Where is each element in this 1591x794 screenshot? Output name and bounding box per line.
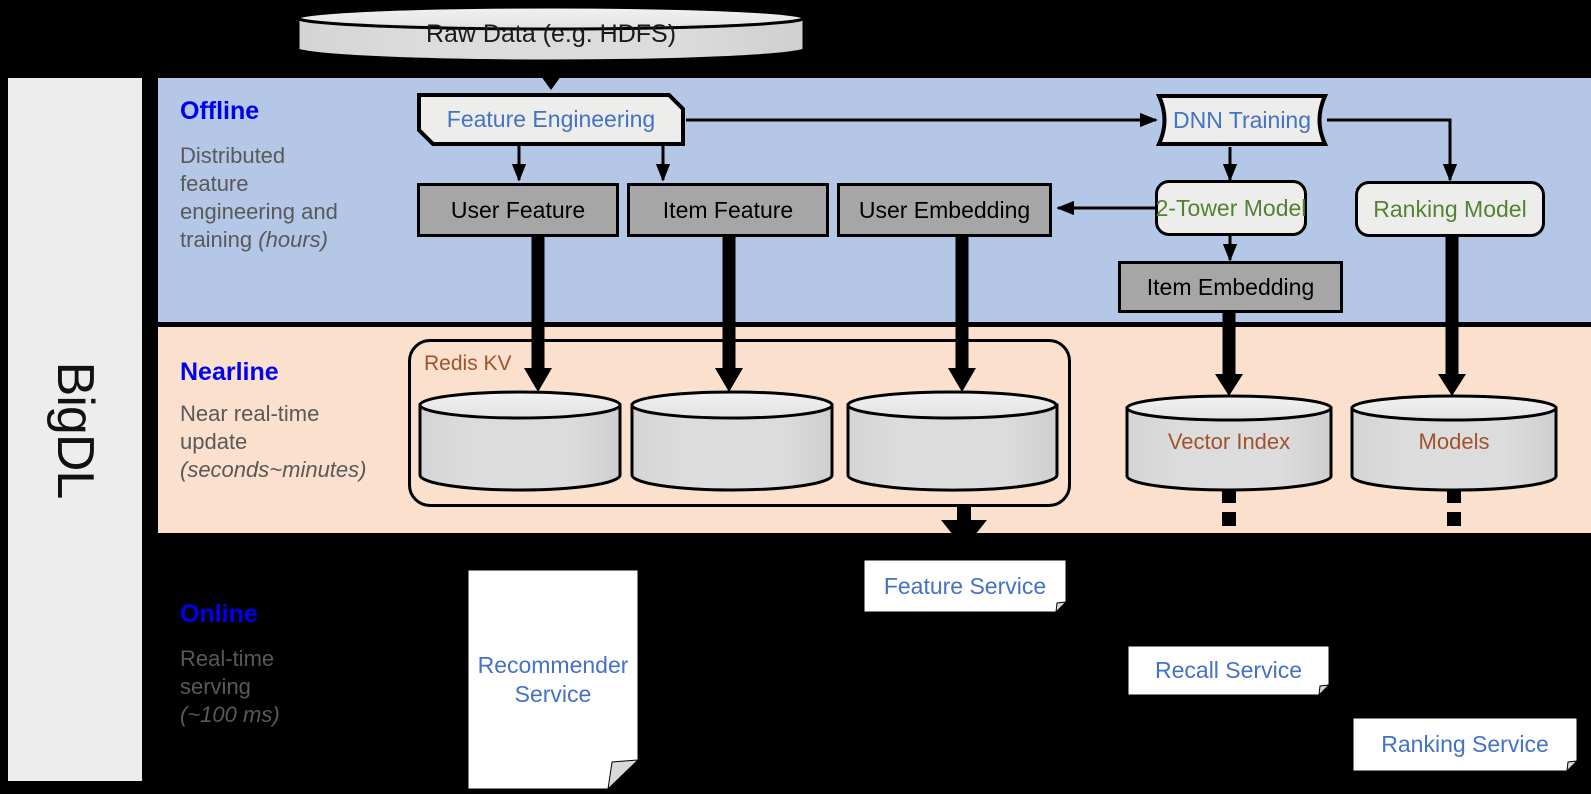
recommender-service-shape [467, 569, 640, 791]
feature-engineering-shape [417, 93, 685, 146]
store-user-feature-cylinder[interactable] [417, 388, 623, 492]
ranking-service-shape [1352, 717, 1579, 773]
offline-sub-italic: (hours) [258, 227, 328, 253]
user-embedding-label: User Embedding [858, 196, 1031, 223]
nearline-sub-italic: (seconds~minutes) [180, 457, 367, 483]
models-cylinder[interactable]: Models [1349, 392, 1559, 492]
recall-service-node[interactable]: Recall Service [1127, 645, 1331, 697]
online-sub-l1: Real-time [180, 646, 275, 671]
offline-sub-l2: feature [180, 171, 249, 197]
offline-title: Offline [180, 97, 260, 125]
feature-service-label: Feature Service [883, 572, 1047, 599]
online-title: Online [180, 600, 258, 628]
user-embedding-node[interactable]: User Embedding [837, 183, 1052, 237]
offline-sub-l1: Distributed [180, 143, 286, 168]
ranking-model-node[interactable]: Ranking Model [1355, 181, 1545, 237]
store-3-shape [846, 390, 1059, 492]
redis-kv-group [408, 339, 1071, 507]
redis-kv-label: Redis KV [424, 352, 512, 375]
online-sub-l2: serving [180, 674, 251, 700]
bigdl-rail: BigDL [8, 78, 142, 781]
item-embedding-node[interactable]: Item Embedding [1118, 261, 1343, 313]
online-subtitle: Real-time serving (~100 ms) [180, 645, 420, 729]
recommender-service-label: Recommender Service [477, 651, 629, 707]
item-feature-node[interactable]: Item Feature [627, 183, 829, 237]
store-item-feature-cylinder[interactable] [629, 388, 835, 492]
vector-index-cylinder[interactable]: Vector Index [1124, 392, 1334, 492]
store-2-shape [630, 390, 834, 492]
ranking-service-node[interactable]: Ranking Service [1352, 717, 1579, 773]
nearline-sub-l2: update [180, 429, 248, 455]
feature-engineering-label: Feature Engineering [446, 106, 656, 132]
offline-sub-l3: engineering and [180, 199, 338, 225]
nearline-subtitle: Near real-time update (seconds~minutes) [180, 400, 420, 484]
store-user-embedding-cylinder[interactable] [845, 388, 1060, 492]
two-tower-model-label: 2-Tower Model [1155, 194, 1307, 221]
feature-service-node[interactable]: Feature Service [863, 559, 1068, 614]
offline-sub-l4: training [180, 227, 259, 253]
online-sub-italic: (~100 ms) [180, 702, 280, 728]
store-1-label [417, 388, 623, 492]
raw-data-cylinder: Raw Data (e.g. HDFS) [295, 4, 807, 64]
feature-engineering-node[interactable]: Feature Engineering [417, 93, 685, 146]
recommender-service-node[interactable]: Recommender Service [467, 569, 640, 791]
item-feature-label: Item Feature [662, 196, 794, 223]
models-label: Models [1418, 429, 1490, 454]
item-embedding-label: Item Embedding [1146, 273, 1315, 300]
dnn-training-shape [1155, 94, 1329, 146]
ranking-service-label: Ranking Service [1381, 731, 1549, 758]
recall-service-shape [1127, 645, 1331, 697]
raw-data-label: Raw Data (e.g. HDFS) [425, 19, 677, 48]
dnn-training-node[interactable]: DNN Training [1155, 93, 1329, 147]
ranking-model-label: Ranking Model [1373, 195, 1527, 222]
nearline-sub-l1: Near real-time [180, 401, 320, 426]
recall-service-label: Recall Service [1155, 657, 1302, 684]
vector-index-label: Vector Index [1167, 429, 1291, 454]
offline-subtitle: Distributed feature engineering and trai… [180, 142, 412, 255]
two-tower-model-node[interactable]: 2-Tower Model [1155, 180, 1307, 236]
nearline-title: Nearline [180, 358, 279, 386]
dnn-training-label: DNN Training [1172, 106, 1312, 133]
user-feature-node[interactable]: User Feature [417, 183, 619, 237]
store-1-shape [418, 390, 622, 492]
vector-index-shape [1125, 394, 1333, 492]
raw-data-shape [296, 5, 806, 63]
feature-service-shape [863, 559, 1068, 614]
user-feature-label: User Feature [450, 196, 586, 223]
store-2-label [629, 388, 835, 492]
store-3-label [845, 388, 1060, 492]
bigdl-label: BigDL [46, 361, 104, 498]
models-shape [1350, 394, 1558, 492]
